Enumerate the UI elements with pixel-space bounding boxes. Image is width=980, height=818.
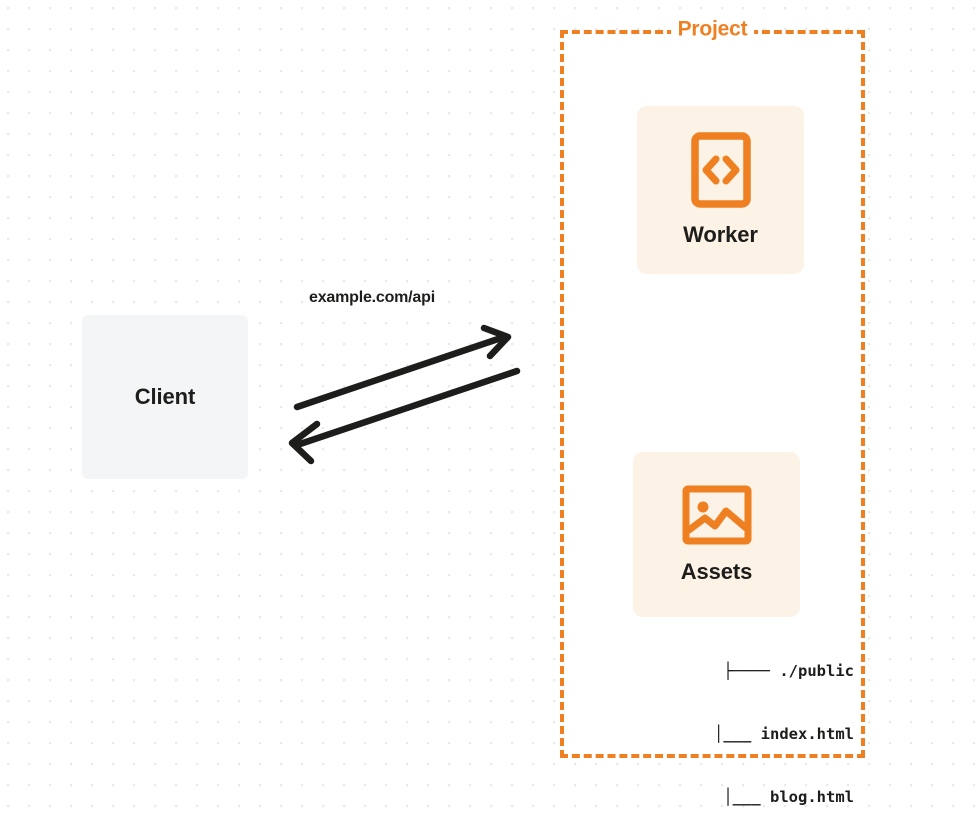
file-tree-row: │___ blog.html (608, 787, 854, 808)
assets-label: Assets (680, 558, 753, 584)
assets-card[interactable]: Assets (633, 452, 800, 617)
file-tree-branch: ├──── (723, 662, 770, 680)
arrow-left-icon (288, 367, 521, 465)
file-tree-row: │___ index.html (608, 724, 854, 745)
request-url-label: example.com/api (309, 289, 435, 306)
image-icon (682, 485, 751, 544)
worker-card[interactable]: Worker (637, 106, 804, 274)
arrow-right-icon (293, 324, 512, 411)
assets-file-tree: ├──── ./public │___ index.html │___ blog… (608, 619, 854, 818)
file-tree-branch: │___ (723, 788, 761, 806)
file-tree-row: ├──── ./public (608, 661, 854, 682)
file-tree-branch: │___ (714, 725, 752, 743)
file-tree-name: index.html (760, 725, 854, 743)
file-tree-name: blog.html (770, 788, 854, 806)
project-title: Project (670, 17, 755, 42)
client-label: Client (134, 384, 196, 409)
client-node[interactable]: Client (82, 315, 248, 479)
file-tree-name: ./public (779, 662, 854, 680)
project-container: Project Worker Assets ├──── ./public │__… (560, 17, 865, 806)
code-brackets-icon (690, 132, 751, 208)
worker-label: Worker (683, 222, 758, 247)
